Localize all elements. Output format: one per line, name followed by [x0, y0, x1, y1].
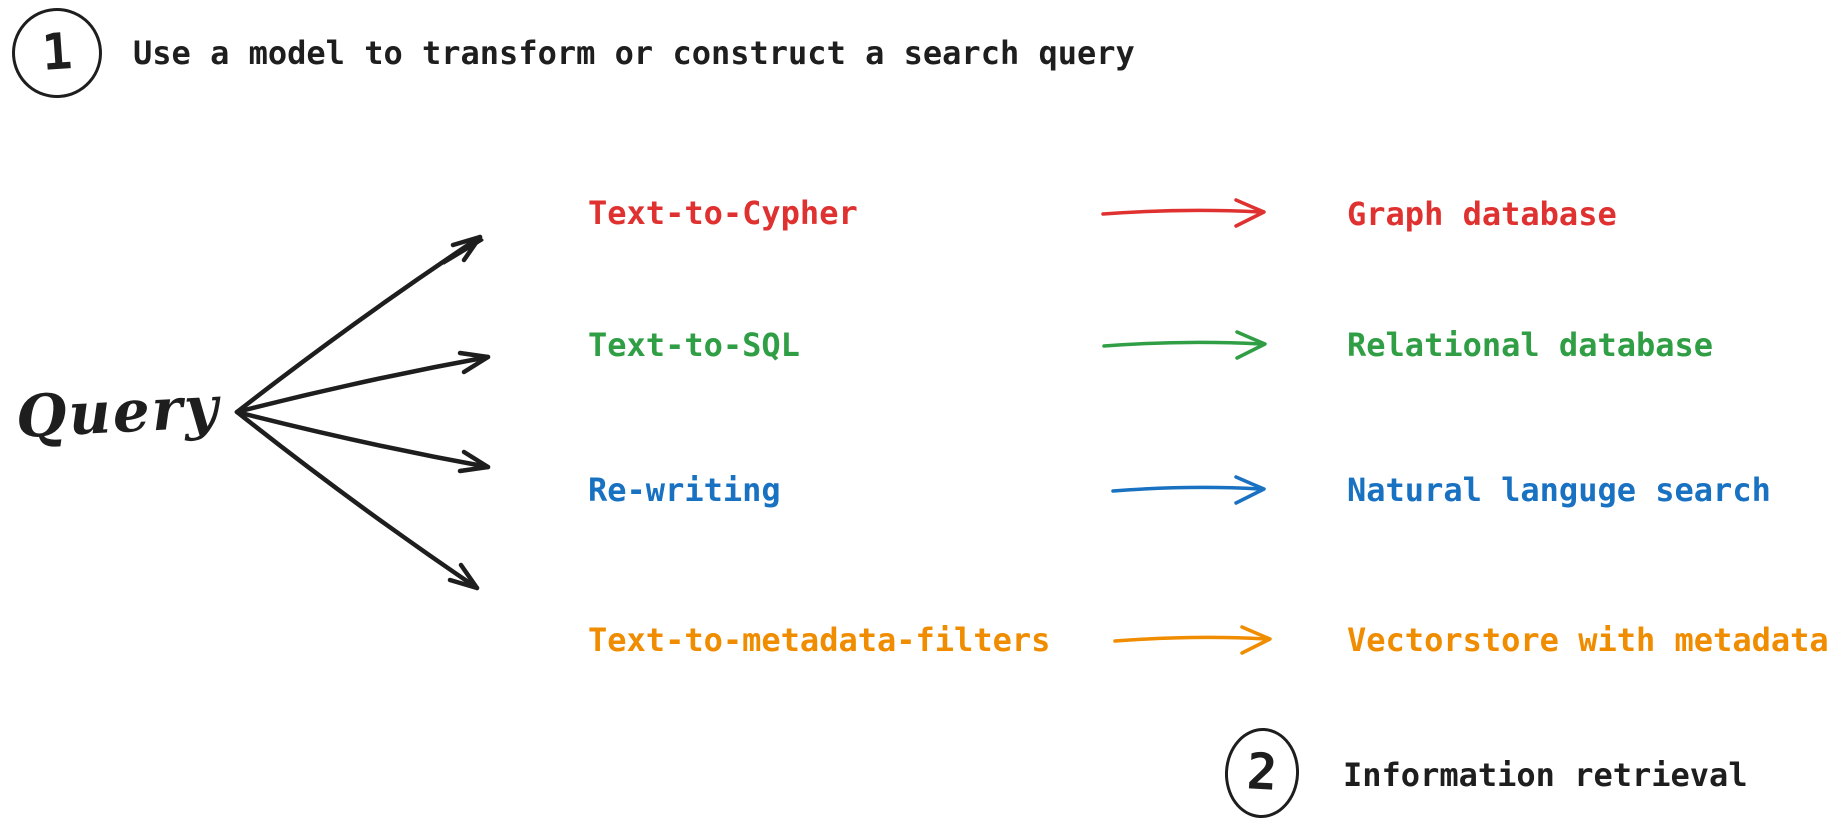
fan-arrow-4	[234, 409, 480, 591]
row-arrow-blue	[1111, 475, 1266, 505]
target-label-vectorstore-with-metadata: Vectorstore with metadata	[1347, 621, 1829, 659]
method-label-text-to-sql: Text-to-SQL	[588, 326, 800, 364]
target-label-graph-database: Graph database	[1347, 195, 1617, 233]
fan-arrow-3	[234, 409, 491, 470]
step-1-number: 1	[39, 22, 74, 82]
method-label-text-to-metadata-filters: Text-to-metadata-filters	[588, 621, 1051, 659]
row-arrow-green	[1102, 330, 1267, 360]
step-2-number: 2	[1245, 742, 1279, 802]
row-arrow-red	[1101, 198, 1266, 228]
fan-arrow-3-head	[457, 449, 491, 474]
fan-arrows	[234, 234, 491, 591]
target-label-relational-database: Relational database	[1347, 326, 1714, 364]
method-label-re-writing: Re-writing	[588, 471, 781, 509]
step-1-label: Use a model to transform or construct a …	[133, 34, 1135, 72]
step-2-label: Information retrieval	[1343, 756, 1748, 794]
fan-arrow-4-head	[447, 562, 480, 591]
fan-arrow-2-head	[457, 350, 491, 375]
query-label: Query	[14, 372, 222, 452]
target-label-natural-language-search: Natural languge search	[1347, 471, 1771, 509]
fan-arrow-1-head	[450, 234, 483, 263]
fan-arrow-2	[234, 354, 491, 415]
fan-arrow-1-overshoot	[442, 238, 484, 265]
fan-arrow-1	[234, 234, 483, 415]
row-arrow-orange	[1113, 625, 1272, 655]
method-label-text-to-cypher: Text-to-Cypher	[588, 194, 858, 232]
step-1-badge: 1	[8, 4, 106, 102]
step-2-badge: 2	[1222, 726, 1302, 820]
